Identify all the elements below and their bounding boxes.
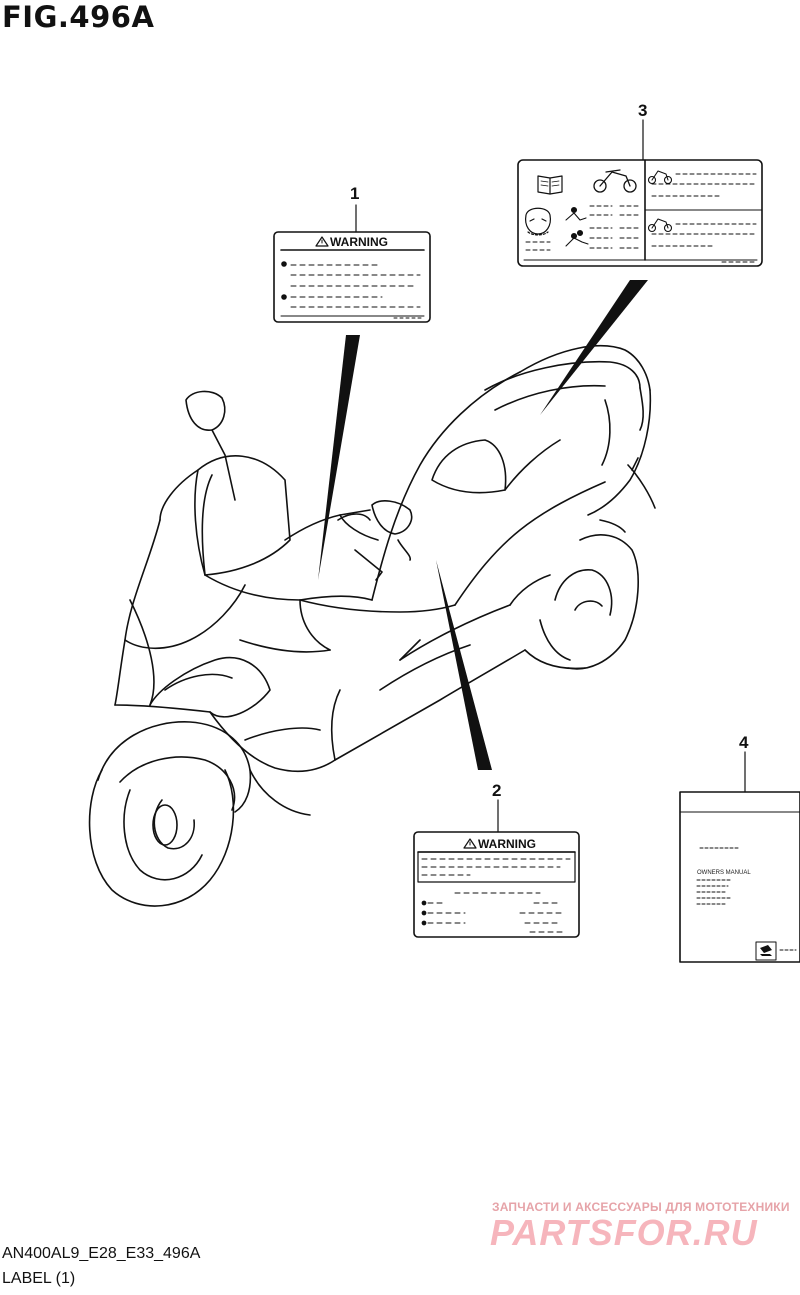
motorcycle-icon [593, 169, 637, 193]
label-1-warning [273, 231, 431, 323]
diagram-code: AN400AL9_E28_E33_496A [2, 1245, 201, 1262]
leader-wedge-2 [436, 560, 492, 770]
label-4-owners-manual [679, 791, 800, 963]
callout-4: 4 [739, 733, 749, 752]
diagram-subtitle: LABEL (1) [2, 1270, 76, 1287]
figure-title: FIG.496A [2, 0, 155, 34]
owners-manual-text: OWNERS MANUAL [697, 870, 751, 876]
label-2-warning [413, 831, 580, 938]
rider-icon [565, 206, 589, 247]
callout-1: 1 [350, 184, 359, 203]
callout-3: 3 [638, 101, 647, 120]
watermark-tagline: ЗАПЧАСТИ И АКСЕССУАРЫ ДЛЯ МОТОТЕХНИКИ [492, 1200, 790, 1214]
warning-text-1: WARNING [330, 235, 388, 249]
watermark-brand: PARTSFOR.RU [490, 1212, 758, 1253]
leader-wedge-3 [540, 280, 648, 415]
label-3-tire-info [517, 159, 763, 267]
callout-2: 2 [492, 781, 501, 800]
warning-text-2: WARNING [478, 837, 536, 851]
book-icon [537, 175, 563, 195]
suzuki-logo-icon [760, 945, 772, 956]
scooter-illustration [88, 344, 656, 907]
leader-wedge-1 [318, 335, 360, 580]
tire-pressure-icon [525, 207, 551, 236]
